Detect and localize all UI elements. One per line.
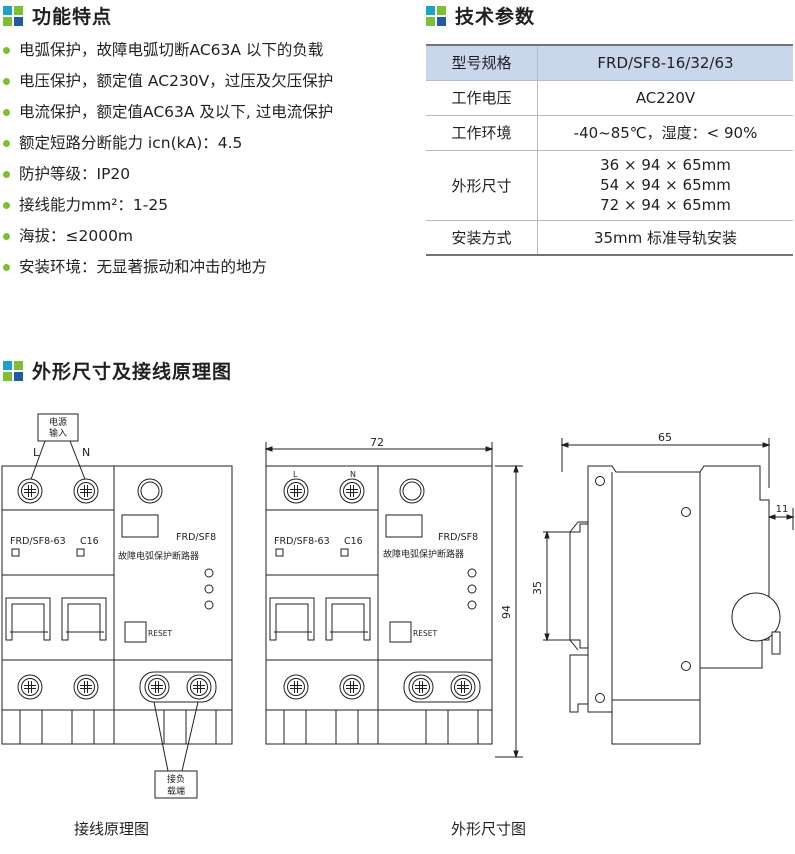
terminal-n-small: N — [350, 470, 356, 479]
screw-icon — [17, 674, 43, 700]
screw-icon — [283, 478, 309, 504]
bullet-dot-icon — [3, 109, 10, 116]
load-terminal-box — [154, 770, 198, 799]
section-square-icon — [426, 5, 446, 26]
terminal-n-label: N — [82, 446, 90, 459]
dimension-line: 54 × 94 × 65mm — [600, 176, 731, 194]
diagram-title: 外形尺寸及接线原理图 — [32, 361, 233, 383]
device-name-2: 故障电弧保护断路器 — [383, 548, 464, 560]
feature-item: 电压保护，额定值 AC230V，过压及欠压保护 — [0, 69, 333, 100]
bullet-dot-icon — [3, 233, 10, 240]
screw-icon — [339, 674, 365, 700]
side-profile-drawing: 65 11 35 — [531, 431, 795, 745]
feature-list: 电弧保护，故障电弧切断AC63A 以下的负载电压保护，额定值 AC230V，过压… — [0, 38, 333, 286]
terminal-l-label: L — [33, 446, 40, 459]
screw-icon — [339, 478, 365, 504]
spec-key: 工作电压 — [426, 80, 538, 116]
right-module-body — [113, 465, 233, 745]
front-dimension-drawing: 72 94 L N FRD/SF8-63 C16 FRD — [264, 436, 523, 759]
feature-item: 电流保护，额定值AC63A 及以下, 过电流保护 — [0, 100, 333, 131]
bullet-dot-icon — [3, 202, 10, 209]
terminal-l-small: L — [293, 470, 298, 479]
feature-text: 安装环境：无显著振动和冲击的地方 — [19, 258, 268, 276]
spec-table: 型号规格 FRD/SF8-16/32/63 工作电压 AC220V 工作环境 -… — [426, 44, 793, 256]
spec-row: 工作环境 -40~85℃，湿度：< 90% — [426, 115, 793, 151]
feature-item: 防护等级：IP20 — [0, 162, 333, 193]
reset-label: RESET — [148, 629, 172, 638]
spec-row: 型号规格 FRD/SF8-16/32/63 — [426, 45, 793, 81]
caption-wiring: 接线原理图 — [74, 820, 150, 838]
spec-row: 工作电压 AC220V — [426, 80, 793, 116]
screw-icon — [408, 674, 434, 700]
wiring-diagram: 电源 输入 L N FRD/SF8-63 C16 FRD/SF8 — [1, 413, 233, 799]
spec-key: 外形尺寸 — [426, 150, 538, 221]
specs-header: 技术参数 — [426, 2, 535, 29]
feature-item: 海拔：≤2000m — [0, 224, 333, 255]
model-left-2: FRD/SF8-63 — [274, 536, 330, 547]
power-input-label-2: 输入 — [49, 427, 67, 439]
rating-label-2: C16 — [344, 536, 363, 547]
feature-item: 电弧保护，故障电弧切断AC63A 以下的负载 — [0, 38, 333, 69]
left-module-body — [1, 465, 115, 745]
spec-key: 工作环境 — [426, 115, 538, 151]
dimension-line: 36 × 94 × 65mm — [600, 156, 731, 174]
specs-title: 技术参数 — [455, 6, 536, 28]
spec-row: 安装方式 35mm 标准导轨安装 — [426, 220, 793, 256]
section-square-icon — [3, 5, 23, 26]
bullet-dot-icon — [3, 140, 10, 147]
screw-icon — [450, 674, 476, 700]
spec-key: 型号规格 — [426, 45, 538, 81]
bullet-dot-icon — [3, 47, 10, 54]
spec-key: 安装方式 — [426, 220, 538, 256]
feature-text: 接线能力mm²：1-25 — [19, 196, 169, 214]
spec-value: 35mm 标准导轨安装 — [537, 220, 793, 256]
bullet-dot-icon — [3, 264, 10, 271]
power-input-box — [37, 413, 79, 442]
diagram-header: 外形尺寸及接线原理图 — [3, 357, 232, 384]
feature-item: 接线能力mm²：1-25 — [0, 193, 333, 224]
load-terminal-label-2: 载端 — [167, 785, 185, 797]
dim-side: 11 — [776, 504, 789, 515]
screw-icon — [283, 674, 309, 700]
caption-dims: 外形尺寸图 — [451, 820, 527, 838]
spec-value-multi: 36 × 94 × 65mm 54 × 94 × 65mm 72 × 94 × … — [537, 150, 793, 221]
features-title: 功能特点 — [32, 6, 113, 28]
bullet-dot-icon — [3, 171, 10, 178]
screw-icon — [17, 478, 43, 504]
screw-icon — [144, 674, 170, 700]
feature-text: 额定短路分断能力 icn(kA)：4.5 — [19, 134, 243, 152]
feature-item: 安装环境：无显著振动和冲击的地方 — [0, 255, 333, 286]
bullet-dot-icon — [3, 78, 10, 85]
square-a — [3, 5, 12, 15]
dim-height: 94 — [500, 605, 513, 619]
screw-icon — [73, 674, 99, 700]
dim-rail: 35 — [531, 581, 544, 595]
spec-row: 外形尺寸 36 × 94 × 65mm 54 × 94 × 65mm 72 × … — [426, 150, 793, 221]
screw-icon — [73, 478, 99, 504]
spec-value: -40~85℃，湿度：< 90% — [537, 115, 793, 151]
reset-label-2: RESET — [413, 629, 437, 638]
spec-value: FRD/SF8-16/32/63 — [537, 45, 793, 81]
section-square-icon — [3, 360, 23, 381]
feature-text: 电压保护，额定值 AC230V，过压及欠压保护 — [19, 72, 334, 90]
feature-text: 海拔：≤2000m — [19, 227, 134, 245]
power-input-label-1: 电源 — [49, 416, 67, 428]
rating-label: C16 — [80, 536, 99, 547]
spec-value: AC220V — [537, 80, 793, 116]
dimension-line: 72 × 94 × 65mm — [600, 196, 731, 214]
feature-text: 防护等级：IP20 — [19, 165, 131, 183]
model-right: FRD/SF8 — [176, 532, 216, 543]
model-left: FRD/SF8-63 — [10, 536, 66, 547]
screw-icon — [186, 674, 212, 700]
feature-text: 电流保护，额定值AC63A 及以下, 过电流保护 — [19, 103, 334, 121]
model-right-2: FRD/SF8 — [438, 532, 478, 543]
dim-width: 72 — [370, 436, 384, 449]
dim-depth: 65 — [658, 431, 672, 444]
feature-item: 额定短路分断能力 icn(kA)：4.5 — [0, 131, 333, 162]
load-terminal-label-1: 接负 — [167, 773, 185, 785]
device-name: 故障电弧保护断路器 — [118, 550, 199, 562]
features-header: 功能特点 — [3, 2, 112, 29]
feature-text: 电弧保护，故障电弧切断AC63A 以下的负载 — [19, 41, 324, 59]
